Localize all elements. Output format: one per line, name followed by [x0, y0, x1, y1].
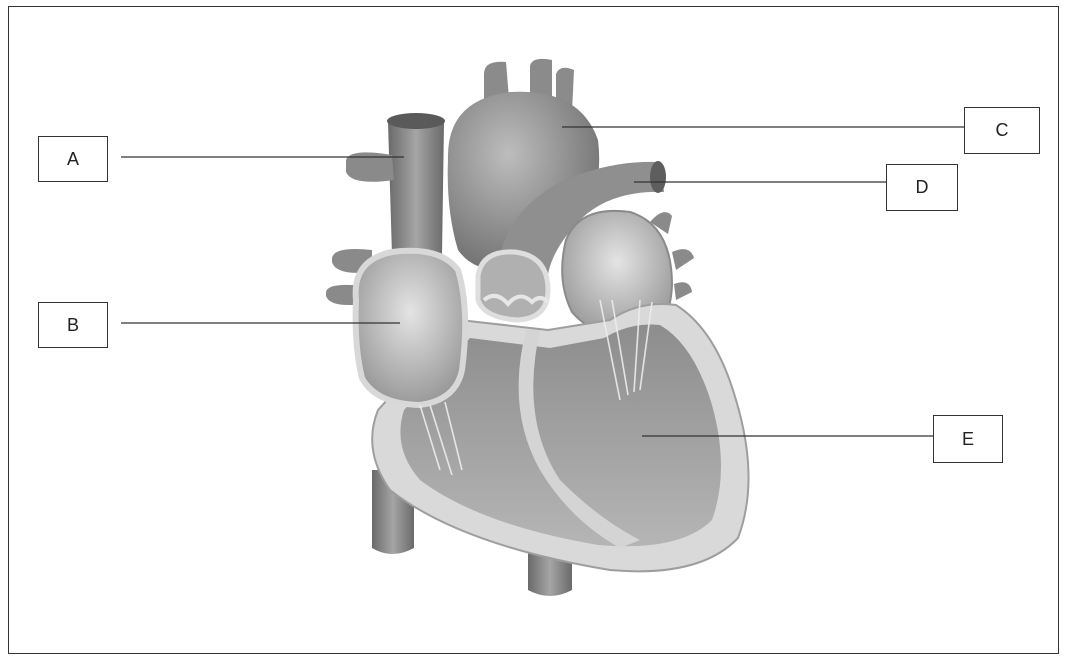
label-c: C — [996, 120, 1009, 141]
label-d: D — [916, 177, 929, 198]
label-box-e: E — [933, 415, 1003, 463]
right-atrium — [356, 251, 466, 405]
label-box-c: C — [964, 107, 1040, 154]
label-b: B — [67, 315, 79, 336]
label-e: E — [962, 429, 974, 450]
label-box-b: B — [38, 302, 108, 348]
label-a: A — [67, 149, 79, 170]
label-box-d: D — [886, 164, 958, 211]
superior-vena-cava — [388, 122, 444, 255]
label-box-a: A — [38, 136, 108, 182]
